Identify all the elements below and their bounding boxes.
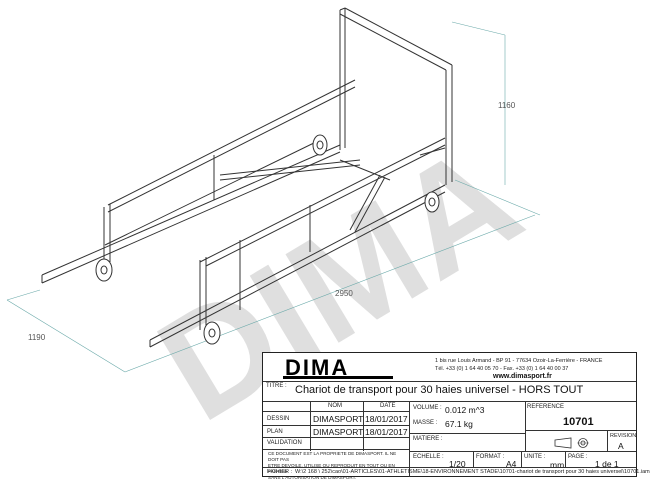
company-logo: DIMA [285, 355, 350, 380]
volume-value: 0.012 m^3 [445, 405, 485, 415]
revision-value: A [618, 441, 624, 451]
echelle-label: ECHELLE : [413, 454, 444, 460]
wheels [95, 134, 440, 345]
header-date: DATE [380, 403, 396, 409]
website: www.dimasport.fr [493, 373, 552, 380]
projection-symbol-icon [553, 436, 593, 454]
legal-notice: CE DOCUMENT EST LA PROPRIETE DE DIMASPOR… [268, 451, 397, 480]
row-plan-nom: DIMASPORT [313, 427, 364, 437]
format-label: FORMAT : [476, 454, 505, 460]
echelle-value: 1/20 [449, 459, 466, 469]
header-nom: NOM [328, 403, 342, 409]
reference-value: 10701 [563, 416, 594, 428]
title-block: DIMA 1 bis rue Louis Armand - BP 91 - 77… [262, 352, 650, 480]
reference-label: REFERENCE [527, 404, 565, 410]
masse-value: 67.1 kg [445, 419, 473, 429]
volume-label: VOLUME : [413, 405, 442, 411]
unite-value: mm [550, 460, 565, 470]
revision-label: REVISION [610, 433, 637, 439]
cart-frame [41, 7, 453, 348]
page-label: PAGE : [568, 454, 588, 460]
address-line2: Tél. +33 (0) 1 64 40 05 70 - Fax. +33 (0… [435, 366, 569, 372]
logo-underline [283, 376, 393, 379]
dimension-height: 1160 [498, 101, 516, 110]
dimension-length: 2950 [335, 289, 353, 298]
row-plan-date: 18/01/2017 [365, 427, 408, 437]
fichier-label: FICHIER : [267, 469, 293, 475]
drawing-title: Chariot de transport pour 30 haies unive… [295, 384, 584, 396]
address-line1: 1 bis rue Louis Armand - BP 91 - 77634 O… [435, 358, 603, 364]
fichier-path: W:\2 168 \ 252\cao\01-ARTICLES\01-ATHLET… [295, 469, 650, 475]
row-validation-label: VALIDATION [267, 440, 302, 446]
format-value: A4 [506, 459, 517, 469]
page-value: 1 de 1 [595, 459, 619, 469]
matiere-label: MATIERE : [413, 436, 443, 442]
dimension-lines [6, 21, 541, 373]
row-dessin-date: 18/01/2017 [365, 414, 408, 424]
row-dessin-label: DESSIN [267, 416, 290, 422]
unite-label: UNITE : [524, 454, 546, 460]
row-dessin-nom: DIMASPORT [313, 414, 364, 424]
dimension-width: 1190 [28, 333, 46, 342]
masse-label: MASSE : [413, 420, 438, 426]
row-plan-label: PLAN [267, 429, 283, 435]
title-label: TITRE : [266, 383, 287, 389]
